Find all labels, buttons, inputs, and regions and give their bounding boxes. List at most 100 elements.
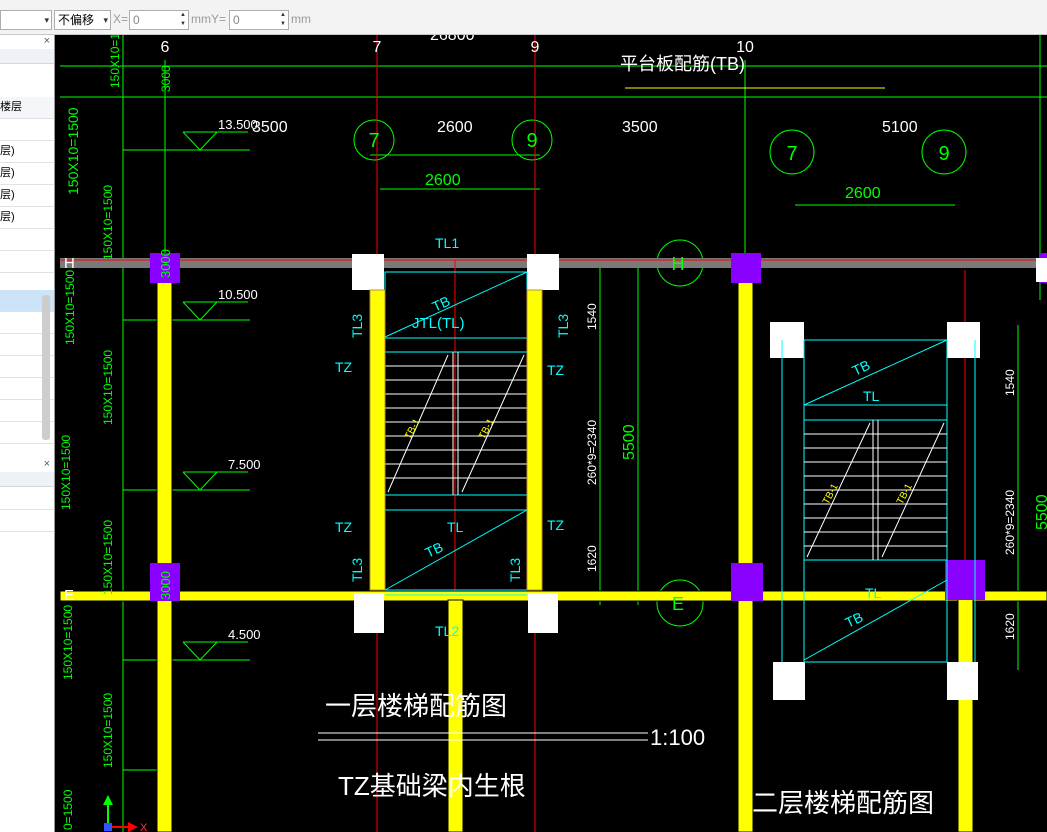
x-offset-input[interactable]: 0 ▲ ▼ — [129, 10, 189, 30]
axis-9: 9 — [531, 39, 540, 56]
dim-5500-b: 5500 — [1034, 494, 1047, 530]
list-item[interactable]: 层) — [0, 163, 54, 185]
spin-down-icon[interactable]: ▼ — [280, 21, 286, 27]
stair-height-4: 150X10=1500 — [63, 270, 77, 345]
col-height-5: 4500 — [158, 791, 173, 820]
col-height-2: 3000 — [158, 249, 173, 278]
dim-5500-a: 5500 — [621, 424, 638, 460]
list-item[interactable] — [0, 334, 54, 356]
columns — [150, 253, 1047, 601]
list-item[interactable] — [0, 400, 54, 422]
panel-scrollbar[interactable] — [42, 295, 50, 440]
list-item[interactable] — [0, 422, 54, 444]
unit-label: mm — [291, 12, 311, 26]
stair-columns — [352, 254, 1047, 700]
list-item[interactable]: 层) — [0, 207, 54, 229]
spin-down-icon[interactable]: ▼ — [180, 21, 186, 27]
stair-height-7: 150X10=1500 — [101, 520, 115, 595]
top-toolbar: ▾ 不偏移 ▾ X= 0 ▲ ▼ mmY= 0 ▲ ▼ mm — [0, 0, 1047, 35]
span-1: 3500 — [252, 119, 288, 136]
x-label: X= — [113, 12, 129, 26]
stair-height-2: 150X10=1500 — [65, 107, 81, 195]
offset-mode-select[interactable]: 不偏移 ▾ — [54, 10, 111, 30]
label-tl3-b: TL3 — [555, 314, 571, 338]
panel-header-strip — [0, 49, 54, 64]
label-tl-1: TL — [447, 519, 464, 535]
label-tl-2: TL — [863, 388, 880, 404]
x-offset-value: 0 — [133, 13, 140, 27]
elev-13500: 13.500 — [218, 117, 258, 132]
list-item[interactable] — [0, 119, 54, 141]
title-floor1: 一层楼梯配筋图 — [325, 691, 507, 721]
y-label: mmY= — [191, 12, 227, 26]
label-tz-2: TZ — [547, 362, 565, 378]
stair-height-10: 0=1500 — [61, 789, 75, 830]
elev-4500: 4.500 — [228, 627, 261, 642]
col-height-4: 3000 — [158, 571, 173, 600]
bubble-7b: 7 — [786, 143, 797, 165]
bubble-9a: 9 — [526, 130, 537, 152]
note-tz: TZ基础梁内生根 — [338, 771, 526, 801]
stair-height-3: 150X10=1500 — [101, 185, 115, 260]
spin-up-icon[interactable]: ▲ — [180, 12, 186, 18]
floor-column-header: 楼层 — [0, 97, 54, 119]
label-tz-3: TZ — [335, 519, 353, 535]
span-2: 2600 — [437, 119, 473, 136]
cad-drawing: 6 7 9 10 H E 26800 平台板配筋(TB) 3500 2600 3… — [59, 35, 1047, 832]
list-item[interactable] — [0, 488, 54, 510]
label-tz-1: TZ — [335, 359, 353, 375]
label-tl2: TL2 — [435, 623, 459, 639]
ucs-x-label: X — [140, 822, 148, 832]
label-tl1: TL1 — [435, 235, 459, 251]
label-tl-3: TL — [865, 585, 882, 601]
axis-h: H — [64, 255, 75, 272]
bubble-h: H — [672, 254, 685, 274]
close-icon[interactable]: × — [43, 458, 50, 470]
dim-2340-a: 260*9=2340 — [585, 420, 599, 485]
list-item[interactable] — [0, 251, 54, 273]
elevation-markers — [182, 131, 248, 661]
list-item[interactable] — [0, 378, 54, 400]
stair-height-5: 150X10=1500 — [101, 350, 115, 425]
list-item[interactable] — [0, 356, 54, 378]
col-height-3: 7000 — [158, 406, 173, 435]
span-3: 3500 — [622, 119, 658, 136]
list-item-selected[interactable] — [0, 290, 54, 312]
stair-height-1: 150X10=1500 — [108, 35, 122, 88]
axis-6: 6 — [161, 39, 170, 56]
bubble-7a: 7 — [368, 130, 379, 152]
title-floor2: 二层楼梯配筋图 — [752, 788, 934, 818]
label-tl3-c: TL3 — [349, 558, 365, 582]
y-offset-input[interactable]: 0 ▲ ▼ — [229, 10, 289, 30]
dim-1540-a: 1540 — [585, 303, 599, 330]
label-tz-4: TZ — [547, 517, 565, 533]
label-tb-3: TB — [850, 357, 873, 379]
list-item[interactable]: 层) — [0, 141, 54, 163]
close-icon[interactable]: × — [43, 35, 50, 47]
stair-hatch — [369, 289, 543, 591]
bubble-e: E — [672, 594, 684, 614]
stair-height-9: 150X10=1500 — [101, 693, 115, 768]
dim-1540-b: 1540 — [1003, 369, 1017, 396]
list-item[interactable]: 层) — [0, 185, 54, 207]
stair-height-6: 150X10=1500 — [59, 435, 73, 510]
list-item[interactable] — [0, 229, 54, 251]
stair-height-8: 150X10=1500 — [61, 605, 75, 680]
span-4: 5100 — [882, 119, 918, 136]
stair-right-treads — [804, 420, 947, 560]
offset-mode-value: 不偏移 — [58, 13, 95, 27]
label-tl3-d: TL3 — [507, 558, 523, 582]
list-item[interactable] — [0, 510, 54, 532]
cad-canvas[interactable]: 6 7 9 10 H E 26800 平台板配筋(TB) 3500 2600 3… — [55, 35, 1047, 832]
ucs-icon — [103, 795, 138, 832]
axis-7: 7 — [373, 39, 382, 56]
elev-7500: 7.500 — [228, 457, 261, 472]
dim-1620-a: 1620 — [585, 545, 599, 572]
axis-10: 10 — [736, 39, 754, 56]
spin-up-icon[interactable]: ▲ — [280, 12, 286, 18]
axis-e: E — [64, 587, 74, 604]
title-platform: 平台板配筋(TB) — [620, 54, 745, 74]
layer-combo[interactable]: ▾ — [0, 10, 52, 30]
list-item[interactable] — [0, 312, 54, 334]
dim-2600-a: 2600 — [425, 172, 461, 189]
